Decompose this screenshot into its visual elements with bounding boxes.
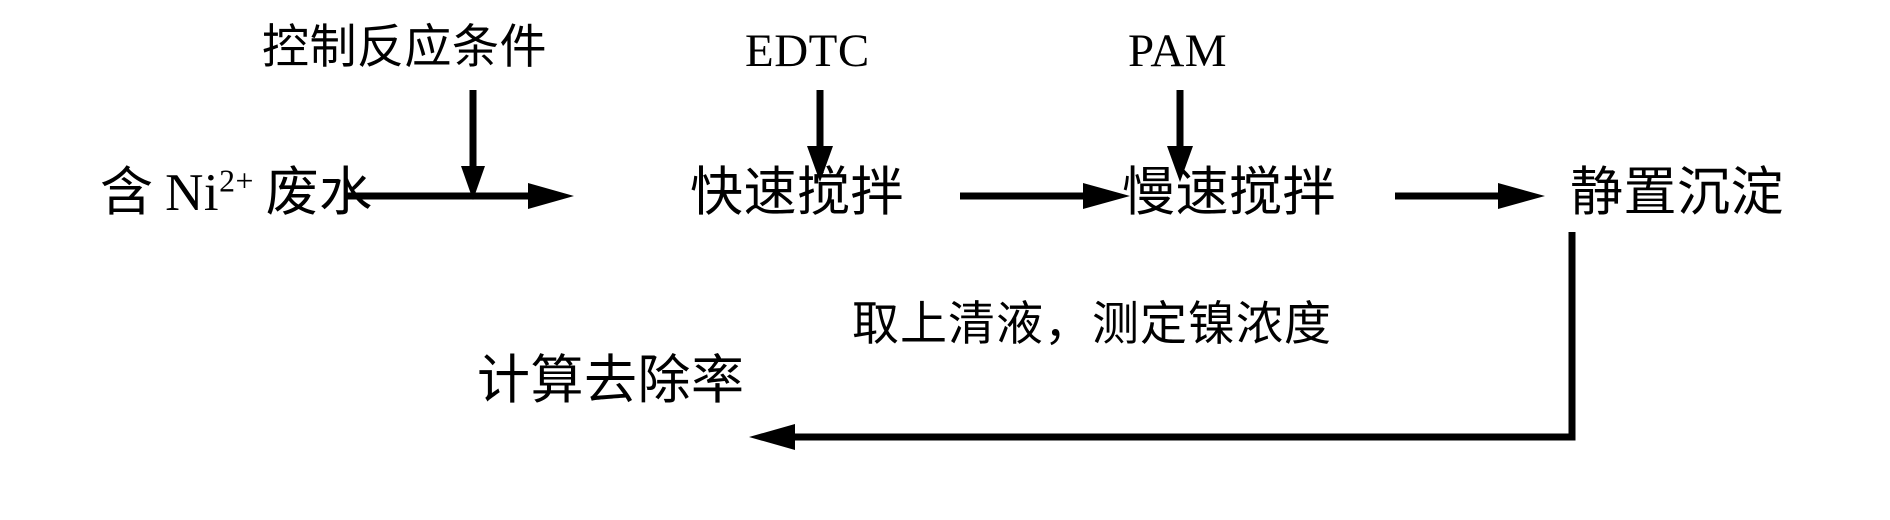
arrow-conditions-input xyxy=(461,90,485,200)
arrow-settling-to-removal-feedback xyxy=(749,232,1576,450)
node-slow-mix: 慢速搅拌 xyxy=(1122,164,1336,222)
node-settling: 静置沉淀 xyxy=(1570,164,1784,222)
node-rapid-mix: 快速搅拌 xyxy=(690,164,904,222)
node-influent-element: Ni xyxy=(165,164,220,222)
arrow-pam-input xyxy=(1167,90,1193,182)
arrow-edtc-input xyxy=(807,90,833,182)
node-influent-superscript: 2+ xyxy=(219,163,254,199)
edge-label-supernatant: 取上清液，测定镍浓度 xyxy=(852,299,1332,351)
arrow-slow-mix-to-settling xyxy=(1395,183,1545,209)
node-influent-suffix: 废水 xyxy=(265,164,373,222)
arrow-influent-to-rapid-mix xyxy=(345,183,574,209)
input-label-conditions: 控制反应条件 xyxy=(262,22,547,74)
input-label-edtc: EDTC xyxy=(745,25,870,77)
node-influent-prefix: 含 xyxy=(100,164,154,222)
arrow-rapid-mix-to-slow-mix xyxy=(960,183,1130,209)
node-removal-rate: 计算去除率 xyxy=(477,352,745,410)
input-label-pam: PAM xyxy=(1128,25,1228,77)
